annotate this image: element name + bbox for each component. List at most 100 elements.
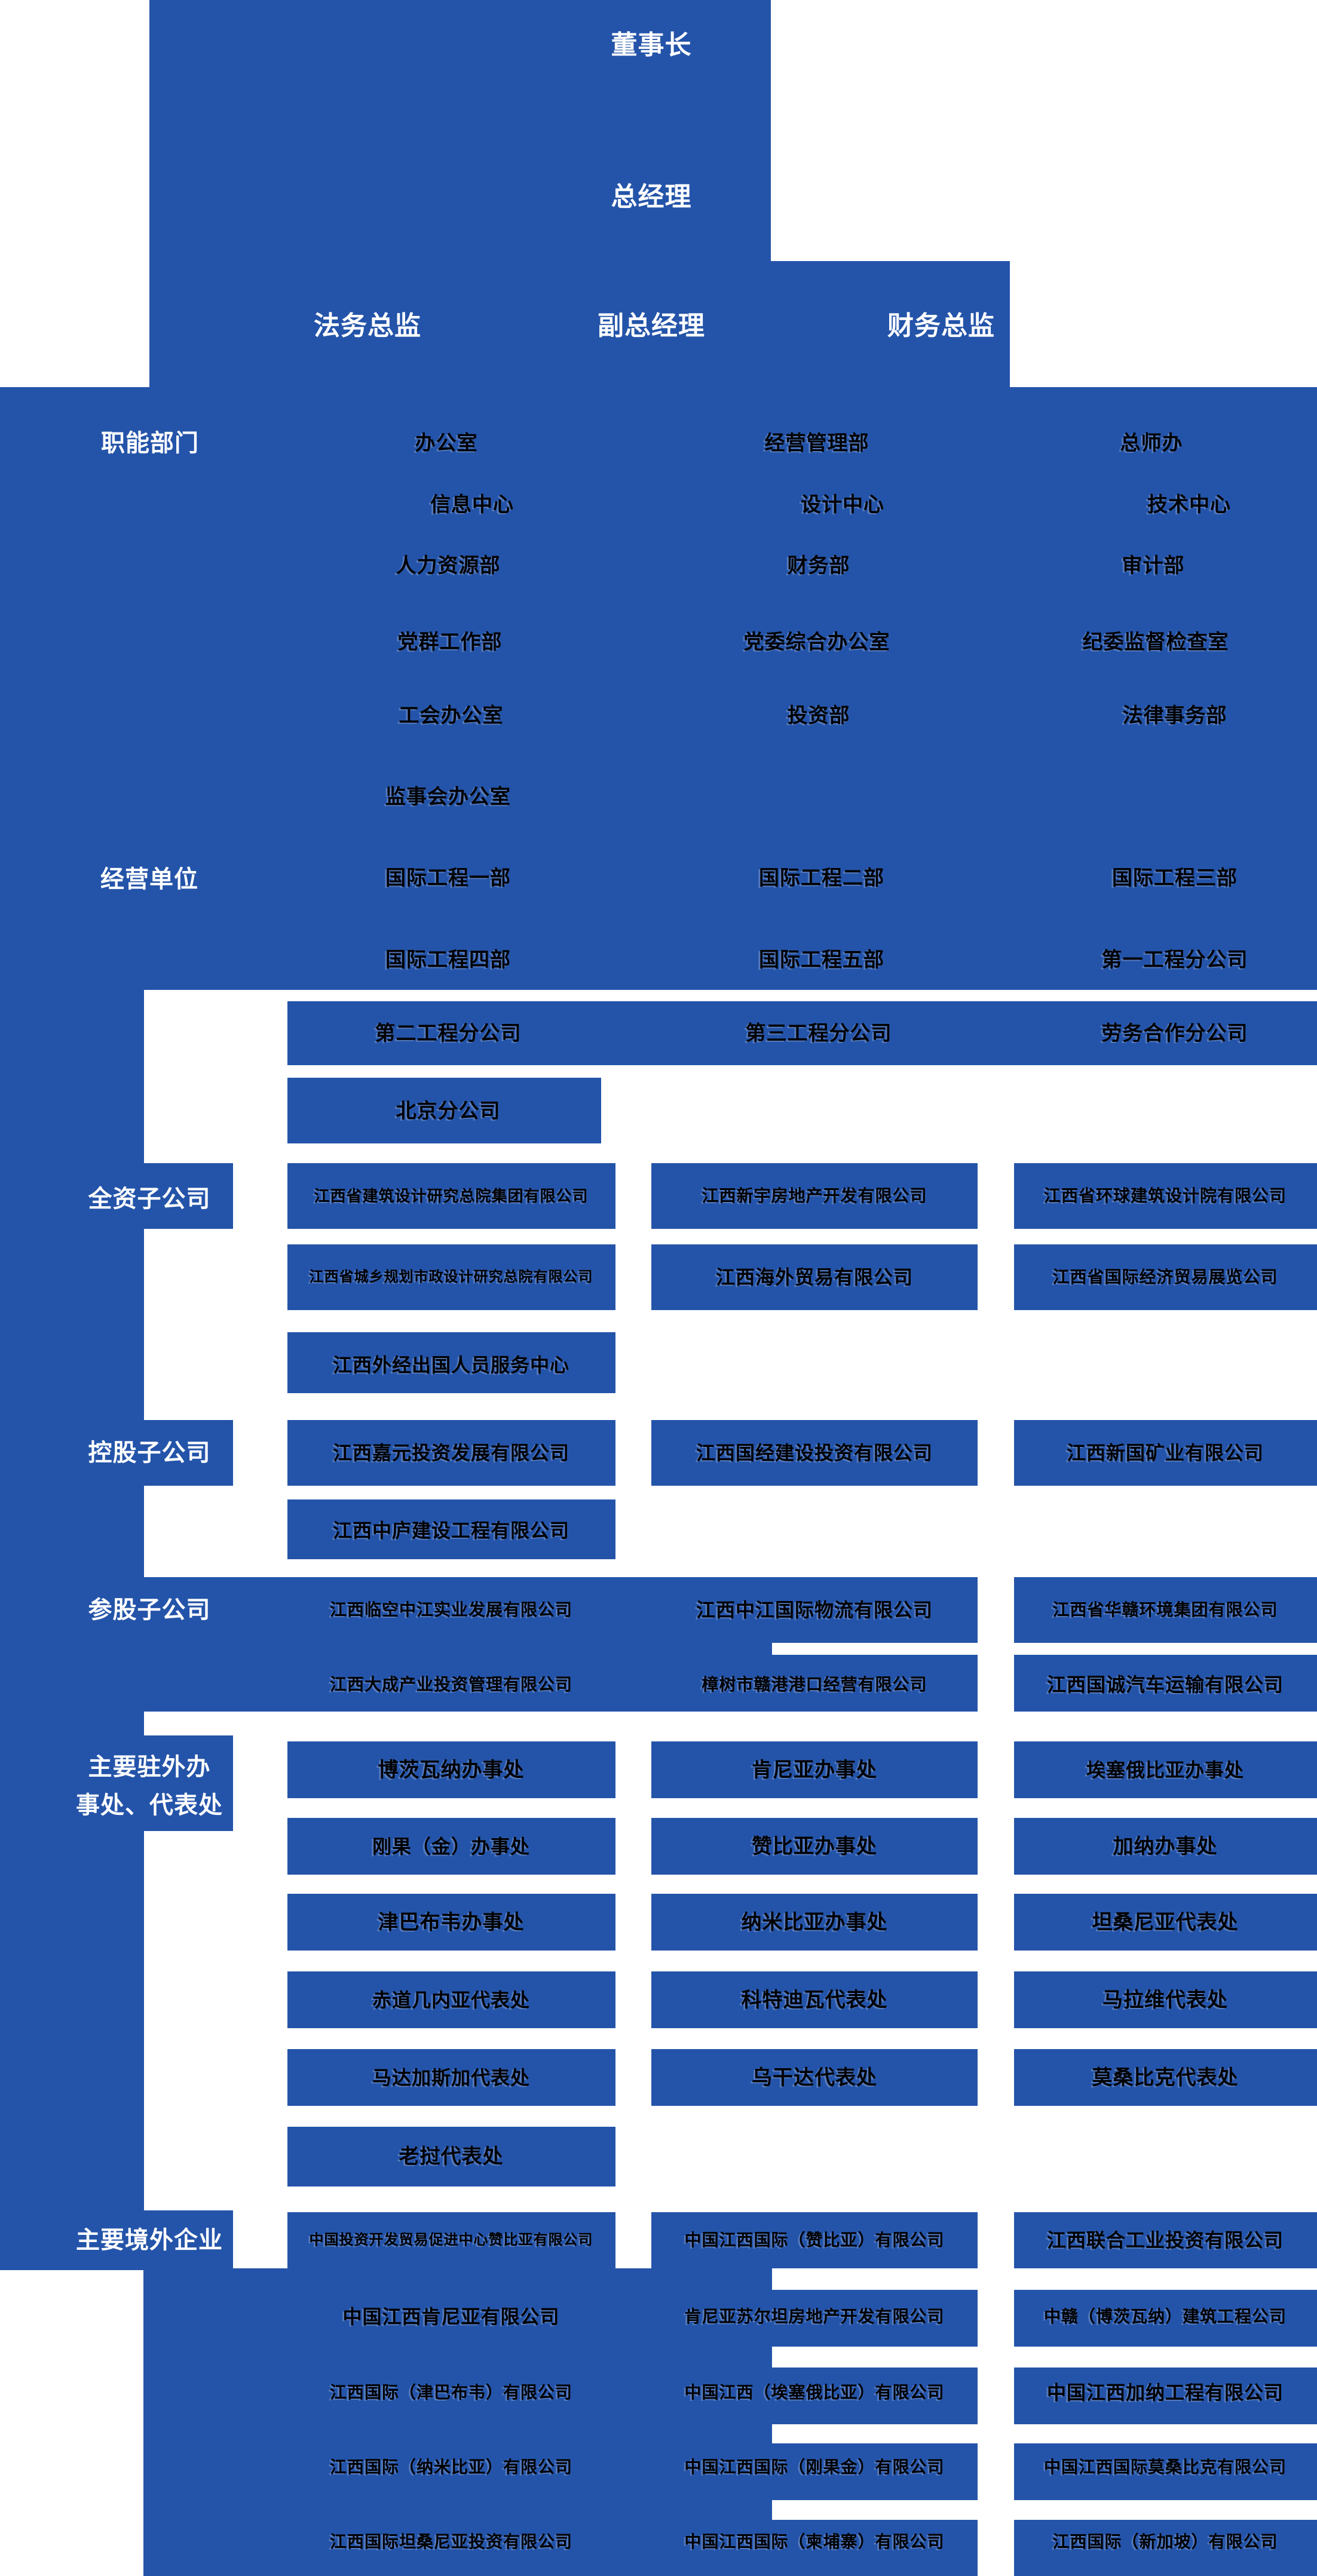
box-node — [1014, 1741, 1317, 1798]
sub-huagan-environment-group: 江西省华赣环境集团有限公司 — [1052, 1600, 1278, 1619]
ent-china-jiangxi-intl-mozambique: 中国江西国际莫桑比克有限公司 — [1043, 2458, 1287, 2476]
box-node — [287, 2212, 615, 2268]
section-overseas-offices-line2: 事处、代表处 — [76, 1792, 223, 1818]
sub-zhangshu-port: 樟树市赣港港口经营有限公司 — [702, 1675, 927, 1694]
shareholding-mass-block — [0, 1577, 772, 1712]
legal-director: 法务总监 — [314, 311, 421, 341]
ent-china-investment-dev-trade-zambia: 中国投资开发贸易促进中心赞比亚有限公司 — [309, 2232, 593, 2248]
office-ghana: 加纳办事处 — [1113, 1835, 1218, 1858]
dept-party-general-office: 党委综合办公室 — [743, 631, 890, 654]
dept-party-mass-work: 党群工作部 — [397, 631, 503, 654]
unit-third-engineering-branch: 第三工程分公司 — [745, 1022, 892, 1045]
unit-intl-engineering-4: 国际工程四部 — [385, 949, 511, 971]
ent-china-jiangxi-intl-cambodia: 中国江西国际（柬埔寨）有限公司 — [684, 2532, 945, 2551]
chairman: 董事长 — [611, 30, 692, 60]
ent-kenya-sultan-real-estate: 肯尼亚苏尔坦房地产开发有限公司 — [684, 2307, 945, 2326]
unit-beijing-branch: 北京分公司 — [396, 1100, 501, 1123]
unit-intl-engineering-2: 国际工程二部 — [759, 867, 884, 890]
box-node — [651, 1577, 978, 1643]
dept-technology-center: 技术中心 — [1147, 493, 1231, 516]
box-node — [287, 1818, 615, 1875]
label-box-overseas-offices — [0, 1735, 233, 1831]
box-node — [651, 2520, 978, 2576]
exec-block — [149, 261, 1010, 387]
office-congo-kinshasa: 刚果（金）办事处 — [372, 1836, 531, 1857]
finance-director: 财务总监 — [887, 311, 995, 341]
unit-labor-cooperation-branch: 劳务合作分公司 — [1101, 1022, 1248, 1045]
ent-jiangxi-intl-zimbabwe: 江西国际（津巴布韦）有限公司 — [329, 2383, 573, 2402]
dept-supervisory-board-office: 监事会办公室 — [385, 786, 511, 808]
box-node — [651, 1971, 978, 2028]
ent-jiangxi-intl-namibia: 江西国际（纳米比亚）有限公司 — [329, 2458, 573, 2476]
box-node — [651, 2368, 978, 2424]
label-box-holding — [0, 1420, 233, 1486]
sub-dacheng-industry-investment: 江西大成产业投资管理有限公司 — [329, 1675, 573, 1694]
sub-global-architectural-design: 江西省环球建筑设计院有限公司 — [1043, 1186, 1287, 1205]
box-node — [651, 2049, 978, 2106]
unit-intl-engineering-1: 国际工程一部 — [385, 867, 511, 890]
sub-xinyu-real-estate: 江西新宇房地产开发有限公司 — [702, 1186, 927, 1205]
section-overseas-offices-line1: 主要驻外办 — [88, 1754, 211, 1780]
box-node — [651, 2212, 978, 2268]
top-block — [149, 0, 771, 261]
box-beijing-branch — [287, 1078, 601, 1143]
unit-second-engineering-branch: 第二工程分公司 — [375, 1022, 522, 1045]
ent-china-jiangxi-intl-zambia: 中国江西国际（赞比亚）有限公司 — [684, 2231, 945, 2249]
box-node — [651, 1655, 978, 1712]
ent-jiangxi-united-industry-investment: 江西联合工业投资有限公司 — [1046, 2230, 1284, 2251]
dept-office: 办公室 — [415, 432, 478, 455]
general-manager: 总经理 — [611, 182, 692, 211]
sub-guojing-construction-investment: 江西国经建设投资有限公司 — [696, 1442, 933, 1464]
box-node — [1014, 2049, 1317, 2106]
office-tanzania: 坦桑尼亚代表处 — [1092, 1911, 1239, 1934]
box-node — [1014, 2368, 1317, 2424]
label-box-wholly-owned — [0, 1163, 233, 1229]
box-node — [1014, 1420, 1317, 1486]
office-zimbabwe: 津巴布韦办事处 — [378, 1911, 525, 1934]
box-node — [651, 1163, 978, 1229]
sub-zhonglu-construction: 江西中庐建设工程有限公司 — [332, 1520, 570, 1541]
box-node — [651, 2443, 978, 2500]
ent-china-jiangxi-intl-congo: 中国江西国际（刚果金）有限公司 — [684, 2458, 945, 2476]
office-malawi: 马拉维代表处 — [1102, 1989, 1228, 2011]
box-node — [1014, 2520, 1317, 2576]
box-node — [651, 2290, 978, 2347]
office-mozambique: 莫桑比克代表处 — [1092, 2066, 1239, 2089]
dept-human-resources: 人力资源部 — [396, 554, 501, 577]
sub-guocheng-auto-transport: 江西国诚汽车运输有限公司 — [1046, 1674, 1284, 1695]
section-holding-subsidiaries: 控股子公司 — [88, 1440, 211, 1466]
box-node — [287, 1499, 615, 1559]
box-node — [1014, 2290, 1317, 2347]
box-node — [1014, 1244, 1317, 1310]
unit-intl-engineering-3: 国际工程三部 — [1112, 867, 1238, 890]
box-node — [1014, 1894, 1317, 1951]
office-laos: 老挝代表处 — [399, 2145, 504, 2168]
dept-chief-engineer-office: 总师办 — [1120, 432, 1183, 455]
box-node — [1014, 1655, 1317, 1712]
section-functional-departments: 职能部门 — [101, 430, 199, 456]
office-zambia: 赞比亚办事处 — [752, 1835, 877, 1858]
dept-information-center: 信息中心 — [430, 493, 514, 516]
box-node — [287, 1163, 615, 1229]
box-node — [651, 1894, 978, 1951]
box-node — [1014, 2212, 1317, 2268]
box-node — [1014, 2443, 1317, 2500]
section-overseas-enterprises: 主要境外企业 — [76, 2227, 223, 2253]
box-node — [287, 1741, 615, 1798]
dept-investment: 投资部 — [787, 704, 850, 727]
box-node — [1014, 1818, 1317, 1875]
sub-xinguo-mining: 江西新国矿业有限公司 — [1066, 1442, 1264, 1464]
office-ethiopia: 埃塞俄比亚办事处 — [1086, 1759, 1245, 1781]
office-namibia: 纳米比亚办事处 — [741, 1911, 888, 1934]
sub-linkong-zhongjiang-industry: 江西临空中江实业发展有限公司 — [329, 1600, 573, 1619]
sub-jiayuan-investment: 江西嘉元投资发展有限公司 — [332, 1442, 570, 1464]
label-box-overseas-enterprises — [0, 2210, 233, 2270]
dept-discipline-inspection: 纪委监督检查室 — [1082, 631, 1229, 654]
ent-zhonggan-botswana-construction: 中赣（博茨瓦纳）建筑工程公司 — [1043, 2307, 1287, 2326]
branch-row-block — [287, 1001, 1317, 1065]
box-node — [287, 1332, 615, 1393]
box-node — [1014, 1971, 1317, 2028]
sub-urban-planning-institute: 江西省城乡规划市政设计研究总院有限公司 — [309, 1269, 593, 1285]
dept-audit: 审计部 — [1122, 554, 1185, 577]
